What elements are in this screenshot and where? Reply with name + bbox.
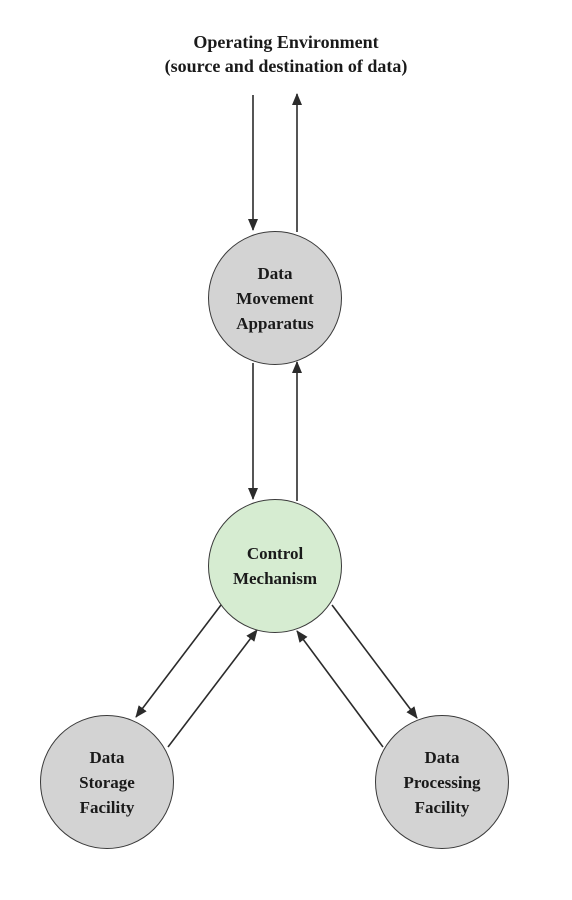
environment-subtitle: (source and destination of data) — [164, 56, 408, 76]
data-movement-apparatus-node: Data Movement Apparatus — [208, 231, 342, 365]
node-label-line: Data — [257, 263, 293, 283]
node-label-line: Processing — [403, 772, 481, 792]
node-label-line: Mechanism — [232, 569, 318, 588]
arrow-processing-to-control — [296, 630, 384, 748]
node-label-line: Storage — [79, 772, 135, 792]
environment-title: Operating Environment — [193, 32, 379, 52]
node-label-line: Data — [89, 747, 125, 767]
arrow-storage-to-control — [167, 629, 258, 748]
node-label-line: Movement — [236, 288, 314, 308]
arrow-control-to-storage — [135, 604, 222, 718]
arrow-control-to-processing — [331, 604, 418, 719]
control-mechanism-node: Control Mechanism — [208, 499, 342, 633]
node-label-line: Facility — [79, 797, 135, 817]
data-storage-facility-node: Data Storage Facility — [40, 715, 174, 849]
node-label-line: Data — [424, 747, 460, 767]
data-processing-facility-node: Data Processing Facility — [375, 715, 509, 849]
node-label-line: Facility — [414, 797, 470, 817]
node-label-line: Apparatus — [236, 313, 314, 333]
node-label-line: Control — [246, 544, 304, 563]
